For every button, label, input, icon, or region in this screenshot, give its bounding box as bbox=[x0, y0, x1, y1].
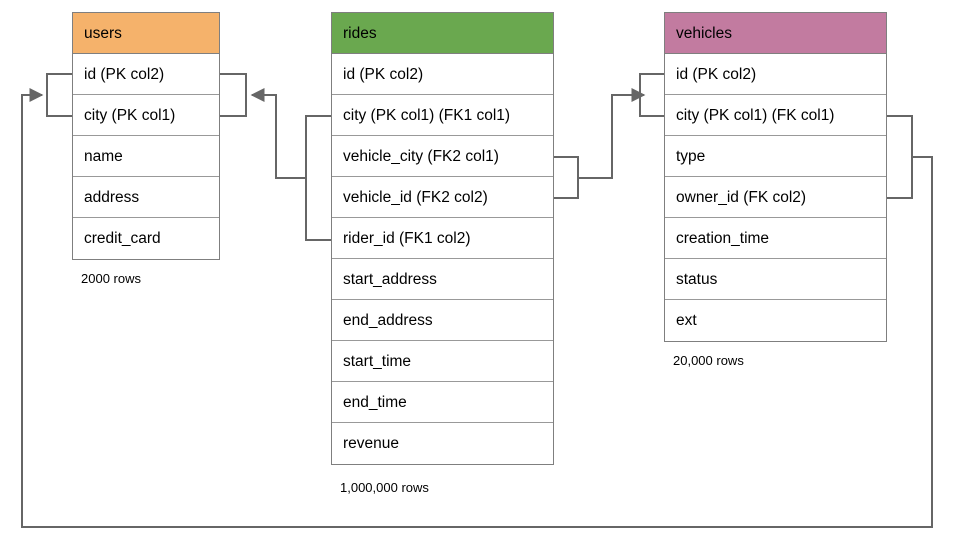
field-vehicles-city: city (PK col1) (FK col1) bbox=[665, 95, 886, 136]
field-users-city: city (PK col1) bbox=[73, 95, 219, 136]
connector-rides-rider-to-users bbox=[250, 88, 331, 241]
field-rides-start-time: start_time bbox=[332, 341, 553, 382]
field-rides-vehicle-id: vehicle_id (FK2 col2) bbox=[332, 177, 553, 218]
field-rides-city: city (PK col1) (FK1 col1) bbox=[332, 95, 553, 136]
field-rides-end-address: end_address bbox=[332, 300, 553, 341]
field-rides-start-address: start_address bbox=[332, 259, 553, 300]
field-vehicles-type: type bbox=[665, 136, 886, 177]
field-rides-id: id (PK col2) bbox=[332, 54, 553, 95]
field-rides-end-time: end_time bbox=[332, 382, 553, 423]
field-vehicles-status: status bbox=[665, 259, 886, 300]
row-count-rides: 1,000,000 rows bbox=[340, 480, 429, 495]
field-vehicles-owner-id: owner_id (FK col2) bbox=[665, 177, 886, 218]
connector-rides-vehicle-to-vehicles bbox=[554, 88, 646, 199]
field-vehicles-ext: ext bbox=[676, 312, 697, 329]
entity-vehicles[interactable]: vehicles id (PK col2) city (PK col1) (FK… bbox=[664, 12, 887, 342]
entity-users-title: users bbox=[73, 13, 219, 54]
field-rides-rider-id: rider_id (FK1 col2) bbox=[332, 218, 553, 259]
entity-vehicles-title: vehicles bbox=[665, 13, 886, 54]
entity-rides[interactable]: rides id (PK col2) city (PK col1) (FK1 c… bbox=[331, 12, 554, 465]
entity-rides-title: rides bbox=[332, 13, 553, 54]
connector-vehicles-left-bracket bbox=[639, 73, 664, 117]
field-vehicles-id: id (PK col2) bbox=[665, 54, 886, 95]
entity-users[interactable]: users id (PK col2) city (PK col1) name a… bbox=[72, 12, 220, 260]
field-users-address: address bbox=[73, 177, 219, 218]
connector-users-right-bracket bbox=[220, 73, 247, 117]
field-users-credit-card: credit_card bbox=[84, 230, 161, 247]
row-count-vehicles: 20,000 rows bbox=[673, 353, 744, 368]
field-rides-vehicle-city: vehicle_city (FK2 col1) bbox=[332, 136, 553, 177]
connector-users-left-bracket bbox=[46, 73, 72, 117]
field-users-id: id (PK col2) bbox=[73, 54, 219, 95]
field-vehicles-creation-time: creation_time bbox=[665, 218, 886, 259]
field-users-name: name bbox=[73, 136, 219, 177]
field-rides-revenue: revenue bbox=[343, 435, 400, 452]
row-count-users: 2000 rows bbox=[81, 271, 141, 286]
